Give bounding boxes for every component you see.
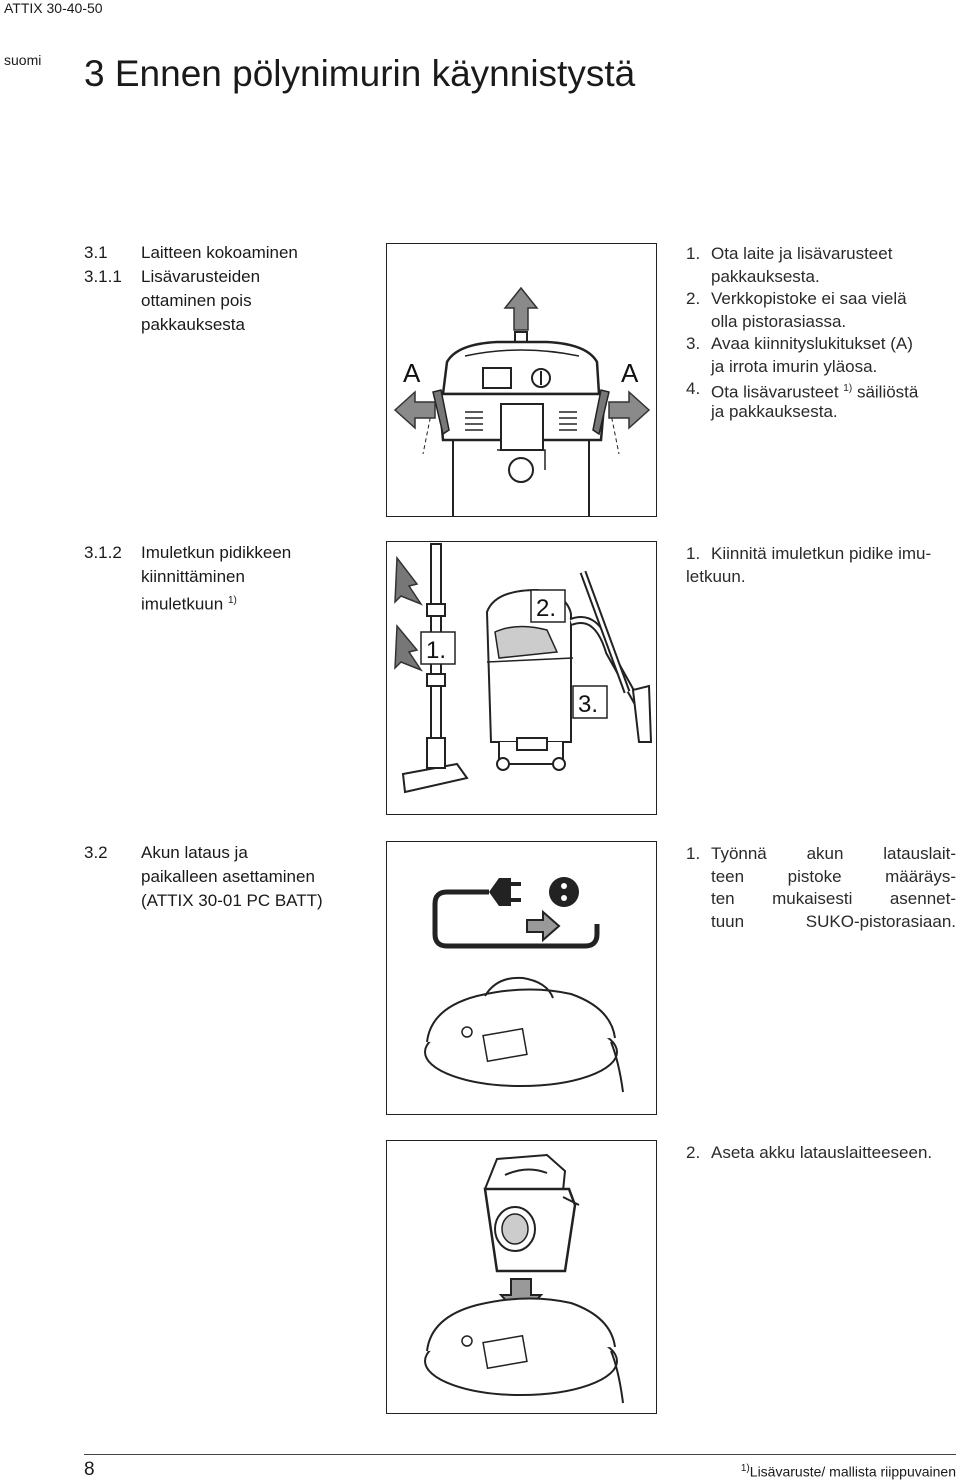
step-text: ja irrota imurin yläosa. [711, 356, 878, 376]
step-text: Ota laite ja lisävarusteet [711, 244, 893, 263]
language-label: suomi [4, 52, 42, 68]
latch-label-a: A [621, 358, 639, 388]
section-title-line: Akun lataus ja [141, 843, 248, 862]
step-number: 1. [686, 244, 701, 263]
figure-charger-plug [386, 841, 657, 1115]
section-title-line: paikalleen asettaminen [141, 867, 315, 886]
step-text: letkuun. [686, 566, 746, 586]
page-number: 8 [84, 1459, 95, 1480]
figure-hose-holder: 1. 2. 3. [386, 541, 657, 815]
section-number: 3.1 [84, 243, 108, 262]
step-number: 4. [686, 379, 701, 398]
document-header-title: ATTIX 30-40-50 [4, 0, 103, 16]
chapter-title: 3 Ennen pölynimurin käynnistystä [84, 53, 636, 94]
subsection-title-line: ottaminen pois [141, 291, 252, 310]
step-number: 1. [686, 544, 701, 563]
section-number: 3.2 [84, 843, 108, 862]
footnote-marker: 1) [843, 383, 853, 394]
step-text: ja pakkauksesta. [711, 401, 838, 421]
step-text: Kiinnitä imuletkun pidike imu- [711, 544, 932, 563]
figure-open-latches: A A [386, 243, 657, 517]
section-3-1-2-heading: 3.1.2 Imuletkun pidikkeen kiinnittäminen… [84, 541, 364, 621]
section-3-2-heading: 3.2 Akun lataus ja paikalleen asettamine… [84, 841, 374, 921]
step-text: pakkauksesta. [711, 266, 820, 286]
step-text: Avaa kiinnityslukitukset (A) [711, 334, 913, 353]
steps-list: 2. Aseta akku latauslaitteeseen. [686, 1142, 956, 1166]
step-text: Aseta akku latauslaitteeseen. [711, 1143, 933, 1162]
step-text: tuun SUKO-pistorasiaan. [711, 911, 956, 931]
step-text: olla pistorasiassa. [711, 311, 847, 331]
figure-step-label: 2. [536, 595, 556, 622]
step-number: 2. [686, 1143, 701, 1162]
step-text: teen pistoke määräys- [711, 866, 956, 886]
step-number: 2. [686, 289, 701, 308]
section-title-line: (ATTIX 30-01 PC BATT) [141, 891, 323, 910]
section-title-line: kiinnittäminen [141, 567, 245, 586]
step-text: Verkkopistoke ei saa vielä [711, 289, 907, 308]
step-text: Työnnä akun latauslait- [711, 844, 956, 863]
section-title-part: imuletkuun [141, 594, 224, 614]
step-text-part: säiliöstä [856, 382, 919, 402]
step-text-part: Ota lisävarusteet [711, 382, 839, 402]
step-text: ten mukaisesti asennet- [711, 889, 956, 908]
section-3-1-heading: 3.1 Laitteen kokoaminen 3.1.1 Lisävarust… [84, 241, 364, 341]
footer-divider [84, 1454, 956, 1455]
subsection-title-line: Lisävarusteiden [141, 267, 261, 286]
footnote-marker: 1) [740, 1463, 750, 1474]
steps-list: 1. Kiinnitä imuletkun pidike imu- letkuu… [686, 543, 956, 589]
steps-list: 1. Ota laite ja lisävarusteet pakkaukses… [686, 243, 956, 433]
latch-label-a: A [403, 358, 421, 388]
figure-step-label: 3. [578, 691, 598, 718]
section-title: Laitteen kokoaminen [141, 243, 298, 262]
steps-list: 1. Työnnä akun latauslait- teen pistoke … [686, 843, 956, 935]
section-number: 3.1.2 [84, 543, 122, 562]
footnote: 1)Lisävaruste/ mallista riippuvainen [741, 1463, 956, 1480]
footnote-text: Lisävaruste/ mallista riippuvainen [749, 1463, 956, 1480]
step-text: Ota lisävarusteet 1) säiliöstä [711, 378, 918, 404]
subsection-number: 3.1.1 [84, 267, 122, 286]
subsection-title-line: pakkauksesta [141, 315, 245, 334]
section-title-line: Imuletkun pidikkeen [141, 543, 292, 562]
figure-insert-battery [386, 1140, 657, 1414]
step-number: 3. [686, 334, 701, 353]
section-title-line: imuletkuun 1) [141, 589, 237, 617]
figure-step-label: 1. [426, 637, 446, 664]
footnote-marker: 1) [227, 595, 237, 606]
step-number: 1. [686, 844, 701, 863]
